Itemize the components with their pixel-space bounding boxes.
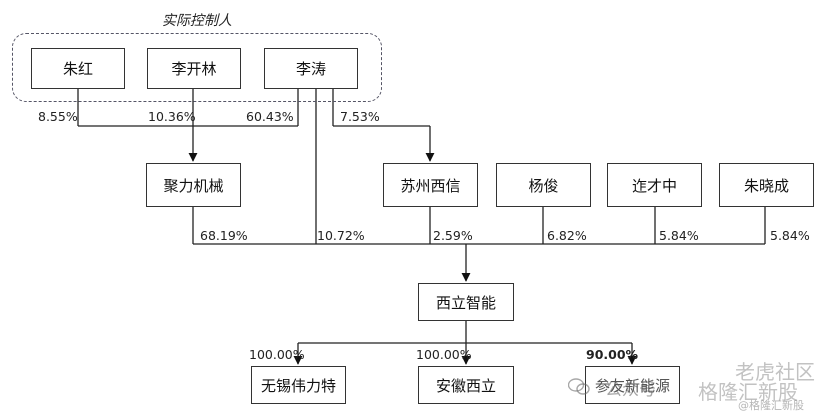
pct-xili-anhui: 100.00% xyxy=(416,347,472,362)
node-third-sub: 参友新能源 xyxy=(585,366,680,404)
wechat-icon xyxy=(568,378,590,395)
node-wuxi: 无锡伟力特 xyxy=(251,366,346,404)
pct-yang-xili: 6.82% xyxy=(547,228,587,243)
pct-juli-xili: 68.19% xyxy=(200,228,248,243)
node-juli: 聚力机械 xyxy=(146,163,241,207)
node-xili: 西立智能 xyxy=(418,283,514,321)
node-zhan-caizhong: 迮才中 xyxy=(607,163,702,207)
group-title: 实际控制人 xyxy=(162,13,232,29)
watermark-handle: @格隆汇新股 xyxy=(738,399,804,412)
pct-zhu-hong-juli: 8.55% xyxy=(38,109,78,124)
node-anhui: 安徽西立 xyxy=(418,366,514,404)
pct-zhu-xc-xili: 5.84% xyxy=(770,228,810,243)
pct-suzhou-xili: 2.59% xyxy=(433,228,473,243)
watermark-brand-gelonghui: 格隆汇新股 xyxy=(698,380,798,404)
watermark-overlay-text: 公众号 · xyxy=(605,380,667,400)
node-li-tao: 李涛 xyxy=(264,48,358,89)
node-zhu-xiaocheng: 朱晓成 xyxy=(719,163,814,207)
node-suzhou: 苏州西信 xyxy=(383,163,478,207)
pct-li-tao-suzhou: 7.53% xyxy=(340,109,380,124)
controller-group xyxy=(12,33,382,102)
pct-li-kailin-juli: 10.36% xyxy=(148,109,196,124)
node-yang-jun: 杨俊 xyxy=(496,163,591,207)
node-zhu-hong: 朱红 xyxy=(31,48,125,89)
node-li-kailin: 李开林 xyxy=(147,48,241,89)
pct-zhan-xili: 5.84% xyxy=(659,228,699,243)
pct-li-tao-juli: 60.43% xyxy=(246,109,294,124)
watermark-brand-tiger: 老虎社区 xyxy=(735,360,815,384)
pct-li-tao-xili: 10.72% xyxy=(317,228,365,243)
pct-xili-wuxi: 100.00% xyxy=(249,347,305,362)
pct-xili-third: 90.00% xyxy=(586,347,639,362)
